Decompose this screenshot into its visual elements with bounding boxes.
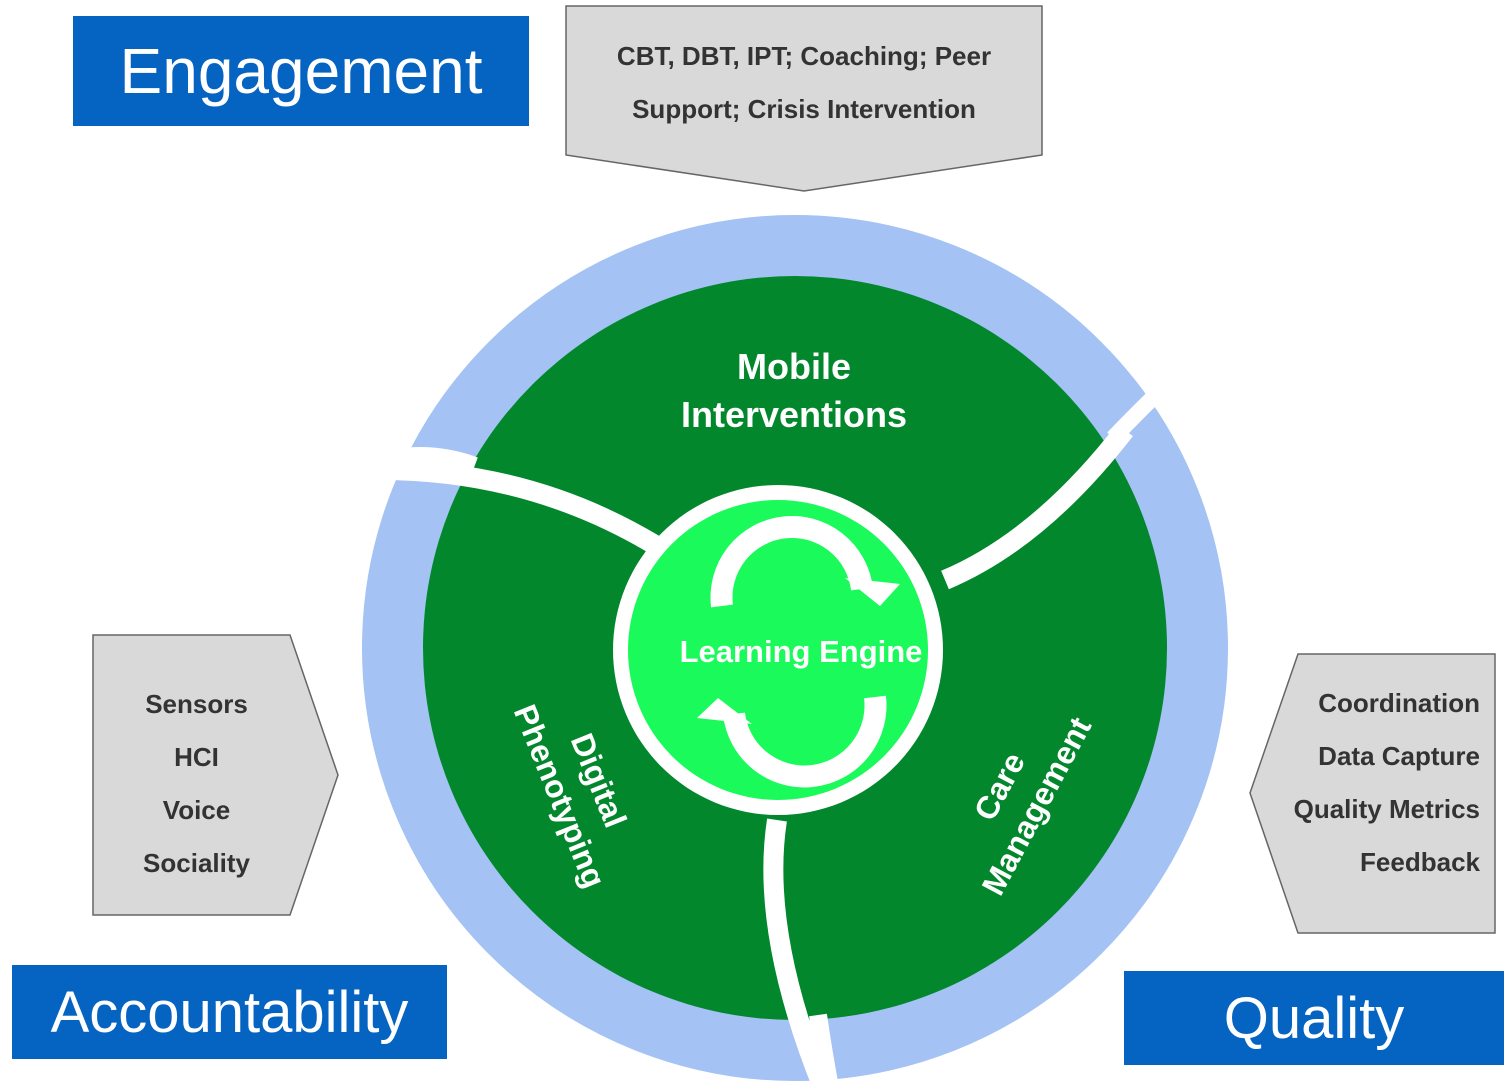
- right-callout-item: Coordination: [1318, 688, 1480, 718]
- divider-bottom: [763, 818, 832, 1088]
- top-callout-line: Support; Crisis Intervention: [632, 94, 976, 124]
- right-callout-item: Feedback: [1360, 847, 1480, 877]
- right-callout-item: Data Capture: [1318, 741, 1480, 771]
- left-callout-item: HCI: [174, 742, 219, 772]
- top-callout-shape: [565, 5, 1043, 192]
- segment-mobile-interventions-line1: Mobile: [737, 346, 851, 387]
- left-callout-shape: [92, 634, 339, 916]
- outer-ring: [362, 215, 1228, 1081]
- left-callout-item: Voice: [162, 795, 231, 825]
- refresh-cycle-icon: [697, 516, 900, 788]
- left-callout: Sensors HCI Voice Sociality: [94, 678, 299, 890]
- segment-mobile-interventions-line2: Interventions: [681, 394, 907, 435]
- quality-label: Quality: [1223, 985, 1405, 1051]
- left-callout-item: Sociality: [143, 848, 250, 878]
- right-callout-item: Quality Metrics: [1293, 794, 1480, 824]
- engagement-label: Engagement: [119, 35, 483, 107]
- divider-right: [941, 423, 1133, 590]
- accountability-label: Accountability: [50, 979, 409, 1045]
- accountability-label-box: Accountability: [12, 965, 447, 1059]
- top-callout-line: CBT, DBT, IPT; Coaching; Peer: [616, 41, 992, 71]
- top-callout: CBT, DBT, IPT; Coaching; Peer Support; C…: [566, 30, 1042, 136]
- right-callout: Coordination Data Capture Quality Metric…: [1258, 677, 1480, 889]
- quality-label-box: Quality: [1124, 971, 1504, 1065]
- center-label: Learning Engine: [680, 634, 923, 669]
- right-callout-shape: [1249, 653, 1496, 934]
- ring-gap-top-left: [401, 447, 478, 473]
- divider-left: [379, 460, 661, 554]
- engagement-label-box: Engagement: [73, 16, 529, 126]
- left-callout-item: Sensors: [145, 689, 248, 719]
